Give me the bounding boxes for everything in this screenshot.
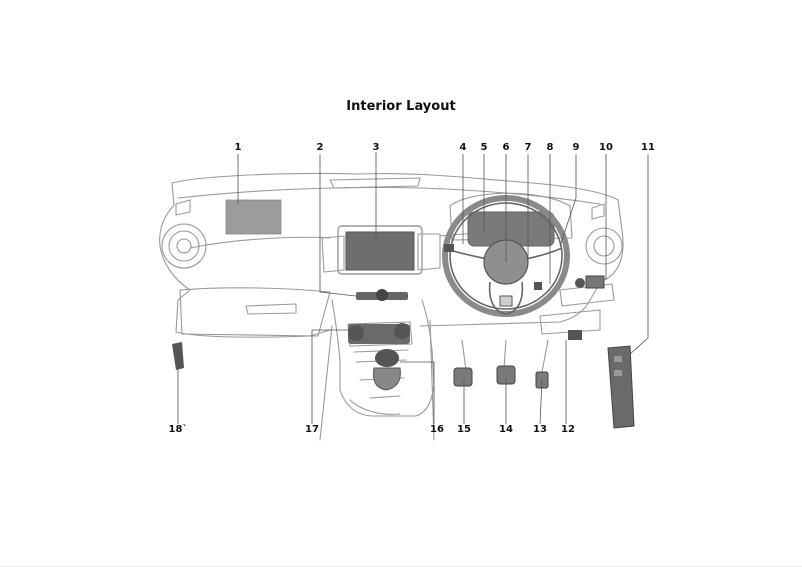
callout-9: 9 (572, 142, 580, 153)
door-switch-1 (614, 356, 622, 362)
callout-17: 17 (305, 424, 319, 435)
left-vent-outer (161, 223, 207, 269)
callout-15: 15 (457, 424, 471, 435)
start-button (575, 278, 585, 288)
clutch-pedal (453, 367, 473, 387)
bonnet-release (568, 330, 582, 340)
centre-left-vent (321, 235, 345, 273)
door-switch-2 (614, 370, 622, 376)
callout-8: 8 (546, 142, 554, 153)
side-lever (172, 342, 184, 370)
left-small-vent (175, 199, 191, 216)
pedal-shaft-13 (541, 339, 549, 373)
callout-4: 4 (459, 142, 467, 153)
climate-left-knob (348, 325, 364, 341)
glovebox (179, 287, 331, 337)
cluster-hood (449, 192, 573, 241)
climate-right-knob (394, 323, 410, 339)
callout-5: 5 (480, 142, 488, 153)
steering-hub-badge (499, 295, 513, 307)
callout-3: 3 (372, 142, 380, 153)
right-switch-block (585, 275, 605, 289)
left-vent-inner (176, 238, 192, 254)
centre-knob (376, 289, 388, 301)
pedal-shaft-14 (503, 339, 507, 369)
left-vent-mid (168, 230, 200, 262)
gear-lever-boot (373, 367, 401, 391)
right-vent-outer (585, 227, 623, 265)
wiper-stalk (534, 282, 542, 290)
gear-lever-knob (375, 349, 399, 367)
callout-2: 2 (316, 142, 324, 153)
infotainment-screen (345, 231, 415, 271)
console-tunnel (319, 319, 435, 441)
callout-7: 7 (524, 142, 532, 153)
passenger-airbag-panel (225, 199, 282, 235)
right-vent-inner (593, 235, 615, 257)
callout-10: 10 (599, 142, 613, 153)
callout-13: 13 (533, 424, 547, 435)
callout-18: 18` (168, 424, 188, 435)
screen-bezel (337, 225, 423, 275)
callout-1: 1 (234, 142, 242, 153)
right-small-vent (591, 203, 605, 220)
leader-lines (177, 152, 649, 425)
right-knee-panel (539, 309, 601, 335)
light-stalk (444, 244, 454, 252)
centre-right-vent (417, 233, 441, 271)
page-title: Interior Layout (346, 99, 456, 114)
callout-16: 16 (430, 424, 444, 435)
callout-14: 14 (499, 424, 513, 435)
pedal-shaft-15 (461, 339, 467, 371)
door-switch-panel (607, 345, 635, 429)
top-vent (329, 177, 421, 189)
callout-11: 11 (641, 142, 655, 153)
callout-6: 6 (502, 142, 510, 153)
dash-outline (159, 172, 624, 338)
callout-12: 12 (561, 424, 575, 435)
glovebox-handle (245, 303, 297, 315)
